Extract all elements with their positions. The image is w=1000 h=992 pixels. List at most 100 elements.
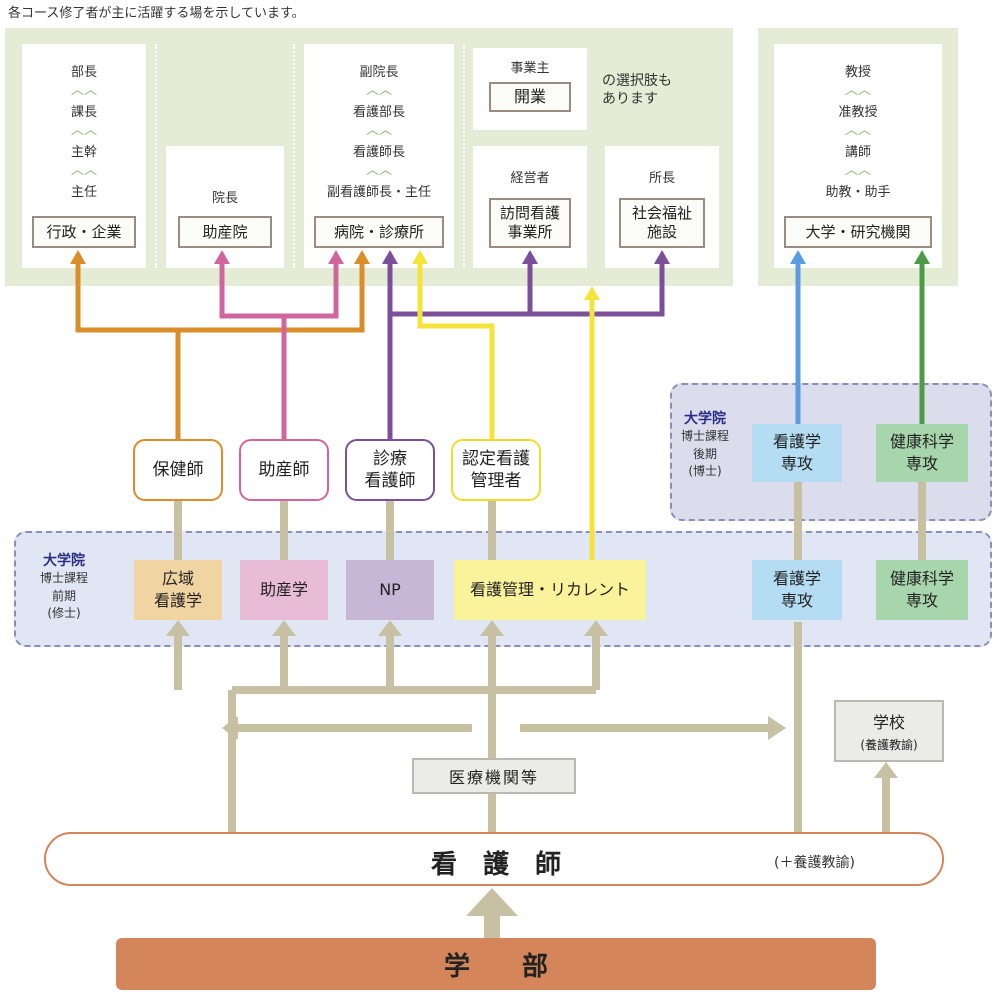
qual-line: 診療 bbox=[373, 448, 407, 469]
gakko-box: 学校 (養護教諭) bbox=[834, 700, 944, 762]
course-line: 専攻 bbox=[780, 591, 813, 610]
career-card-shakai: 所長 社会福祉 施設 bbox=[605, 146, 719, 268]
career-card-byoin: 副院長 ︿︿ 看護部長 ︿︿ 看護師長 ︿︿ 副看護師長・主任 病院・診療所 bbox=[304, 44, 454, 268]
chevron-up-icon: ︿︿ bbox=[365, 123, 392, 138]
panel-divider bbox=[463, 44, 465, 268]
master-sub: (修士) bbox=[47, 605, 81, 620]
doctoral-label: 大学院 博士課程 後期 (博士) bbox=[672, 410, 738, 480]
gakko-title: 学校 bbox=[872, 713, 905, 732]
orange-connectors bbox=[75, 262, 365, 440]
master-sub: 博士課程 bbox=[39, 571, 88, 586]
career-label-kaigyo: 開業 bbox=[489, 82, 571, 112]
gakko-sub: (養護教諭) bbox=[860, 738, 918, 752]
kangoshi-label: 看 護 師 bbox=[430, 850, 561, 880]
career-label-byoin: 病院・診療所 bbox=[314, 216, 444, 248]
course-line: 看護学 bbox=[772, 568, 821, 588]
chevron-up-icon: ︿︿ bbox=[70, 83, 97, 98]
chevron-up-icon: ︿︿ bbox=[70, 163, 97, 178]
chevron-up-icon: ︿︿ bbox=[365, 163, 392, 178]
doctoral-sub: 博士課程 bbox=[680, 429, 729, 444]
pink-connectors bbox=[219, 262, 339, 440]
career-card-gyosei: 部長 ︿︿ 課長 ︿︿ 主幹 ︿︿ 主任 行政・企業 bbox=[22, 44, 146, 268]
qual-line: 管理者 bbox=[470, 471, 522, 491]
career-title: 主幹 bbox=[70, 145, 97, 160]
career-title: 院長 bbox=[211, 191, 238, 206]
course-master-kango: 看護学 専攻 bbox=[752, 560, 842, 620]
career-title: 看護師長 bbox=[352, 145, 405, 160]
career-title: 事業主 bbox=[510, 61, 550, 76]
chevron-up-icon: ︿︿ bbox=[844, 83, 871, 98]
career-title: 助教・助手 bbox=[825, 185, 891, 200]
course-line: 専攻 bbox=[905, 591, 938, 610]
career-title: 部長 bbox=[70, 65, 97, 80]
course-line: 専攻 bbox=[905, 454, 938, 473]
career-card-daigaku: 教授 ︿︿ 准教授 ︿︿ 講師 ︿︿ 助教・助手 大学・研究機関 bbox=[774, 44, 942, 268]
tan-arrowheads bbox=[166, 620, 898, 938]
label-line: 訪問看護 bbox=[499, 204, 560, 223]
label-line: 事業所 bbox=[507, 223, 553, 241]
career-label-josanin: 助産院 bbox=[178, 216, 272, 248]
panel-divider bbox=[293, 44, 295, 268]
yellow-connectors bbox=[417, 262, 595, 560]
career-label-shakai: 社会福祉 施設 bbox=[619, 198, 705, 248]
note-line: の選択肢も bbox=[602, 73, 672, 89]
course-np: NP bbox=[346, 560, 434, 620]
course-doctoral-kenko: 健康科学 専攻 bbox=[876, 424, 968, 482]
tan-connectors bbox=[174, 482, 926, 832]
chevron-up-icon: ︿︿ bbox=[365, 83, 392, 98]
career-label-daigaku: 大学・研究機関 bbox=[784, 216, 932, 248]
kaigyo-note: の選択肢も あります bbox=[602, 72, 712, 108]
panel-divider bbox=[155, 44, 157, 268]
course-line: 専攻 bbox=[780, 454, 813, 473]
doctoral-sub: 後期 bbox=[692, 446, 717, 461]
course-doctoral-kango: 看護学 専攻 bbox=[752, 424, 842, 482]
course-line: 広域 bbox=[161, 568, 194, 588]
course-josangaku: 助産学 bbox=[240, 560, 328, 620]
diagram-caption: 各コース修了者が主に活躍する場を示しています。 bbox=[8, 6, 305, 21]
qualification-hokenshi: 保健師 bbox=[133, 439, 223, 501]
chevron-up-icon: ︿︿ bbox=[844, 123, 871, 138]
qualification-nintei: 認定看護 管理者 bbox=[451, 439, 541, 501]
career-title: 看護部長 bbox=[352, 105, 405, 120]
course-line: 看護学 bbox=[153, 591, 202, 610]
career-title: 所長 bbox=[648, 171, 675, 186]
course-master-kenko: 健康科学 専攻 bbox=[876, 560, 968, 620]
career-title: 課長 bbox=[70, 105, 97, 120]
career-card-kaigyo: 事業主 開業 bbox=[473, 48, 587, 130]
chevron-up-icon: ︿︿ bbox=[70, 123, 97, 138]
master-sub: 前期 bbox=[51, 588, 76, 603]
career-card-houmon: 経営者 訪問看護 事業所 bbox=[473, 146, 587, 268]
course-line: 健康科学 bbox=[889, 568, 954, 588]
course-kouiki: 広域 看護学 bbox=[134, 560, 222, 620]
label-line: 施設 bbox=[646, 223, 677, 241]
kangoshi-sub: (＋養護教諭) bbox=[774, 855, 855, 871]
label-line: 社会福祉 bbox=[631, 204, 692, 223]
qualification-shinryo: 診療 看護師 bbox=[345, 439, 435, 501]
course-line: 健康科学 bbox=[889, 431, 954, 451]
career-title: 副院長 bbox=[359, 65, 399, 80]
career-title: 講師 bbox=[844, 145, 871, 160]
master-label: 大学院 博士課程 前期 (修士) bbox=[28, 552, 100, 622]
qual-line: 看護師 bbox=[364, 471, 416, 491]
qual-line: 認定看護 bbox=[462, 448, 530, 469]
career-title: 経営者 bbox=[510, 171, 550, 186]
career-label-houmon: 訪問看護 事業所 bbox=[489, 198, 571, 248]
career-card-josanin: 院長 助産院 bbox=[166, 146, 284, 268]
doctoral-head: 大学院 bbox=[684, 411, 726, 427]
qualification-josanshi: 助産師 bbox=[239, 439, 329, 501]
career-title: 教授 bbox=[844, 65, 871, 80]
course-line: 看護学 bbox=[772, 431, 821, 451]
purple-connectors bbox=[387, 262, 665, 440]
chevron-up-icon: ︿︿ bbox=[844, 163, 871, 178]
master-head: 大学院 bbox=[43, 553, 85, 569]
career-title: 副看護師長・主任 bbox=[326, 185, 431, 200]
kangoshi-bar: 看 護 師 (＋養護教諭) bbox=[44, 832, 944, 886]
note-line: あります bbox=[602, 91, 658, 108]
iryo-kikan-box: 医療機関等 bbox=[412, 758, 576, 794]
gakubu-bar: 学 部 bbox=[116, 938, 876, 990]
career-title: 主任 bbox=[70, 185, 97, 200]
career-title: 准教授 bbox=[838, 105, 878, 120]
course-kanri: 看護管理・リカレント bbox=[454, 560, 646, 620]
doctoral-sub: (博士) bbox=[688, 463, 722, 478]
